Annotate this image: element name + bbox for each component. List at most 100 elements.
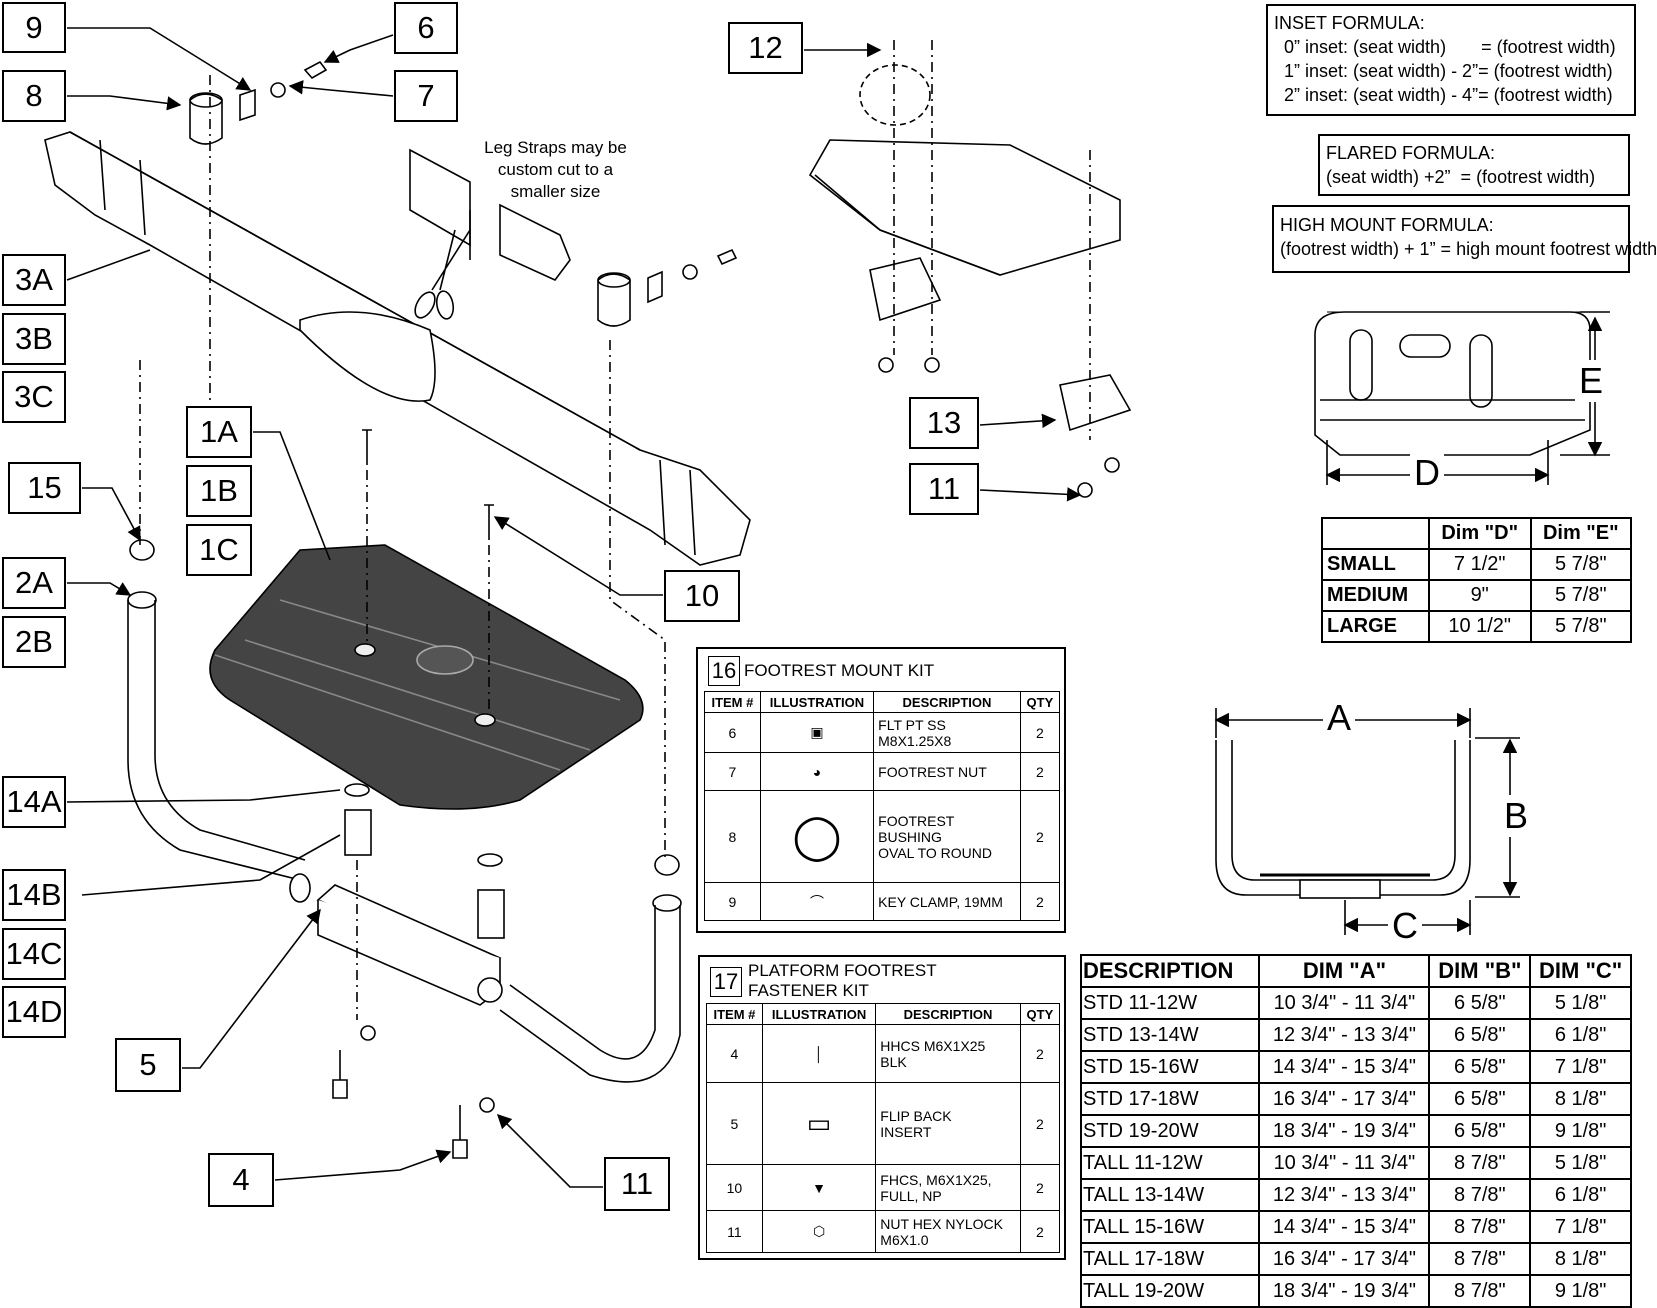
bushing-icon: ◯ <box>759 790 875 883</box>
table-header: DESCRIPTION <box>875 1003 1021 1025</box>
flared-formula-line: (seat width) +2” = (footrest width) <box>1326 167 1596 187</box>
table-cell: 5 1/8" <box>1529 986 1632 1020</box>
table-row: 6 ▣ FLT PT SS M8X1.25X8 2 <box>704 712 1061 753</box>
table-cell: 2 <box>1019 1210 1061 1253</box>
table-header: QTY <box>1019 1003 1061 1025</box>
callout-1a: 1A <box>186 406 252 458</box>
table-header: ILLUSTRATION <box>761 1003 877 1025</box>
table-cell: 8 1/8" <box>1529 1082 1632 1116</box>
callout-11-highmount: 11 <box>909 463 979 515</box>
callout-10: 10 <box>664 570 740 622</box>
callout-15: 15 <box>8 462 81 514</box>
table-cell: 7 1/8" <box>1529 1050 1632 1084</box>
callout-5: 5 <box>115 1038 181 1092</box>
callout-2a: 2A <box>2 557 66 609</box>
table-header: Dim "D" <box>1427 517 1532 550</box>
footplate <box>209 544 644 810</box>
table-cell: 12 3/4" - 13 3/4" <box>1258 1178 1431 1212</box>
table-cell: STD 15-16W <box>1079 1050 1261 1084</box>
table-cell: TALL 13-14W <box>1079 1178 1261 1212</box>
flared-formula-title: FLARED FORMULA: <box>1326 143 1496 163</box>
leg-strap-note-line: smaller size <box>510 182 601 201</box>
set-screw-icon: ▣ <box>759 712 875 753</box>
dim-a-label: A <box>1323 697 1356 739</box>
table-cell: 6 1/8" <box>1529 1018 1632 1052</box>
table-row: LARGE 10 1/2" 5 7/8" <box>1321 610 1633 643</box>
kit-17-number: 17 <box>710 967 742 997</box>
strap-cut-piece <box>409 148 571 320</box>
table-cell: 9" <box>1427 579 1532 612</box>
table-cell: 2 <box>1019 1164 1061 1211</box>
table-cell: 2 <box>1019 790 1061 883</box>
table-cell: 18 3/4" - 19 3/4" <box>1258 1114 1431 1148</box>
table-cell: STD 17-18W <box>1079 1082 1261 1116</box>
table-cell: 2 <box>1019 752 1061 791</box>
table-row: 5 ▭ FLIP BACK INSERT 2 <box>706 1082 1061 1165</box>
table-cell: 10 1/2" <box>1427 610 1532 643</box>
table-cell: 10 3/4" - 11 3/4" <box>1258 1146 1431 1180</box>
callout-12: 12 <box>728 22 803 74</box>
callout-14c: 14C <box>2 928 66 980</box>
key-clamp-icon: ⌒ <box>759 882 875 921</box>
table-header: QTY <box>1019 691 1061 713</box>
table-header <box>1321 517 1430 550</box>
callout-14b: 14B <box>2 869 66 921</box>
table-cell: 16 3/4" - 17 3/4" <box>1258 1082 1431 1116</box>
callout-7: 7 <box>394 70 458 122</box>
table-row: ITEM # ILLUSTRATION DESCRIPTION QTY <box>706 1003 1061 1025</box>
hex-nut-icon: ⬡ <box>761 1210 877 1253</box>
hanger-tube-left <box>127 539 306 900</box>
table-cell: FOOTREST NUT <box>873 752 1021 791</box>
callout-2b: 2B <box>2 616 66 668</box>
hex-bolt-icon: │ <box>761 1024 877 1083</box>
table-cell: 2 <box>1019 712 1061 753</box>
table-cell: 6 5/8" <box>1428 986 1532 1020</box>
table-header: DIM "C" <box>1529 954 1632 988</box>
hanger-tube-right <box>499 854 682 1083</box>
table-cell: HHCS M6X1X25 BLK <box>875 1024 1021 1083</box>
table-cell: 11 <box>706 1210 763 1253</box>
plate-screws <box>362 429 494 715</box>
table-cell: TALL 19-20W <box>1079 1274 1261 1308</box>
table-cell: STD 19-20W <box>1079 1114 1261 1148</box>
table-cell: 10 3/4" - 11 3/4" <box>1258 986 1431 1020</box>
table-cell: 14 3/4" - 15 3/4" <box>1258 1210 1431 1244</box>
table-row: ITEM # ILLUSTRATION DESCRIPTION QTY <box>704 691 1061 713</box>
kit-16-panel: 16 FOOTREST MOUNT KIT ITEM # ILLUSTRATIO… <box>696 647 1066 933</box>
leg-strap-note: Leg Straps may be custom cut to a smalle… <box>463 137 648 203</box>
callout-13: 13 <box>909 397 979 449</box>
callout-9: 9 <box>2 2 66 53</box>
callout-3c: 3C <box>2 371 66 423</box>
plate-dimension-drawing <box>1314 311 1610 485</box>
table-row: 8 ◯ FOOTREST BUSHING OVAL TO ROUND 2 <box>704 790 1061 883</box>
table-header: Dim "E" <box>1529 517 1633 550</box>
footrest-bushing-right <box>597 248 738 327</box>
table-cell: STD 13-14W <box>1079 1018 1261 1052</box>
table-cell: 10 <box>706 1164 763 1211</box>
inset-formula-line: 0” inset: (seat width) = (footrest width… <box>1274 37 1616 57</box>
table-cell: KEY CLAMP, 19MM <box>873 882 1021 921</box>
table-cell: STD 11-12W <box>1079 986 1261 1020</box>
kit-17-title: PLATFORM FOOTREST FASTENER KIT <box>748 961 937 1000</box>
table-cell: SMALL <box>1321 548 1430 581</box>
callout-14a: 14A <box>2 776 66 828</box>
table-cell: 4 <box>706 1024 763 1083</box>
inset-formula-box: INSET FORMULA: 0” inset: (seat width) = … <box>1266 4 1636 116</box>
table-cell: 9 <box>704 882 761 921</box>
table-cell: 9 1/8" <box>1529 1274 1632 1308</box>
table-cell: 7 1/2" <box>1427 548 1532 581</box>
table-cell: TALL 15-16W <box>1079 1210 1261 1244</box>
table-cell: 8 1/8" <box>1529 1242 1632 1276</box>
table-header: DIM "A" <box>1258 954 1431 988</box>
high-mount-formula-title: HIGH MOUNT FORMULA: <box>1280 215 1494 235</box>
callout-leaders <box>66 27 1082 1188</box>
inset-formula-title: INSET FORMULA: <box>1274 13 1425 33</box>
table-cell: 8 7/8" <box>1428 1178 1532 1212</box>
table-cell: 5 7/8" <box>1529 579 1633 612</box>
table-header: DESCRIPTION <box>1079 954 1261 988</box>
table-cell: NUT HEX NYLOCK M6X1.0 <box>875 1210 1021 1253</box>
